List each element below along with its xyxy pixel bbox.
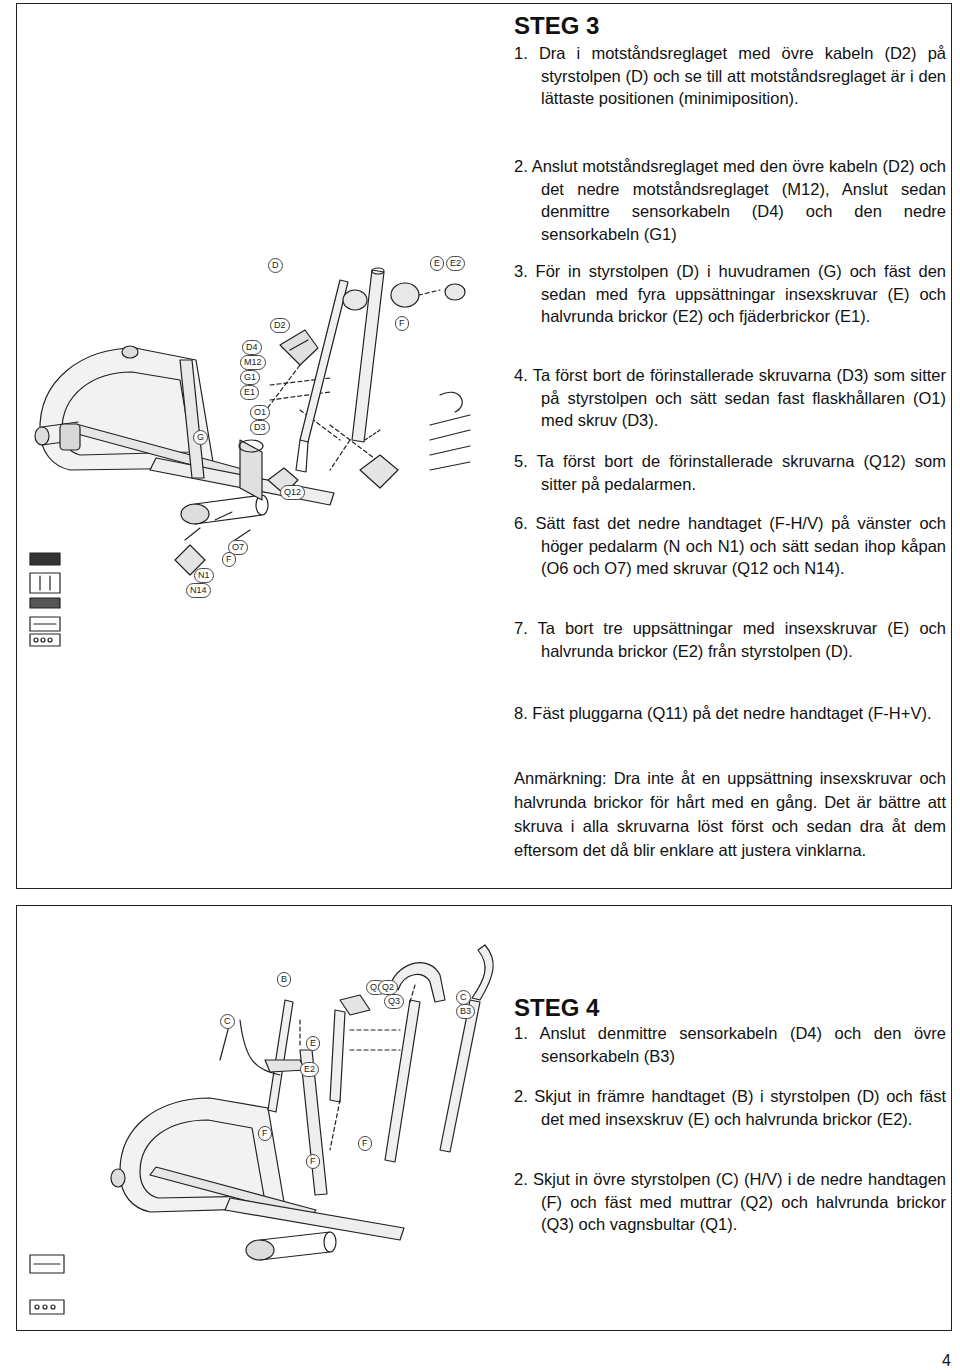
instruction-text: 7. Ta bort tre uppsättningar med insexsk… xyxy=(514,617,946,662)
instruction-text: 6. Sätt fast det nedre handtaget (F-H/V)… xyxy=(514,512,946,580)
step-heading: STEG 4 xyxy=(514,994,946,1022)
instruction-text: 2. Skjut in främre handtaget (B) i styrs… xyxy=(514,1085,946,1130)
callout-label: C xyxy=(220,1014,235,1029)
instruction-text: 8. Fäst pluggarna (Q11) på det nedre han… xyxy=(514,702,946,725)
callout-label: F xyxy=(306,1154,320,1169)
callout-label: Q2 xyxy=(378,980,398,995)
callout-label: F xyxy=(258,1126,272,1141)
callout-label: B3 xyxy=(456,1004,475,1019)
callout-label: D2 xyxy=(270,318,290,333)
instruction-text: 1. Anslut denmittre sensorkabeln (D4) oc… xyxy=(514,1022,946,1067)
instruction-text: 4. Ta först bort de förinstallerade skru… xyxy=(514,364,946,432)
callout-label: D xyxy=(268,258,283,273)
instruction-text: 1. Dra i motståndsreglaget med övre kabe… xyxy=(514,42,946,110)
callout-label: Q3 xyxy=(384,994,404,1009)
callout-label: E xyxy=(430,256,444,271)
instruction-text: 5. Ta först bort de förinstallerade skru… xyxy=(514,450,946,495)
callout-label: E1 xyxy=(240,385,259,400)
step-panel: STEG 41. Anslut denmittre sensorkabeln (… xyxy=(16,905,952,1331)
callout-label: F xyxy=(358,1136,372,1151)
callout-label: B xyxy=(277,972,291,987)
instruction-text: 3. För in styrstolpen (D) i huvudramen (… xyxy=(514,260,946,328)
callout-label: F xyxy=(395,316,409,331)
callout-label: N1 xyxy=(194,568,214,583)
instruction-text: 2. Anslut motståndsreglaget med den övre… xyxy=(514,155,946,245)
step-panel: STEG 31. Dra i motståndsreglaget med övr… xyxy=(16,3,952,889)
callout-label: Q12 xyxy=(280,485,305,500)
callout-label: E xyxy=(306,1036,320,1051)
callout-label: M12 xyxy=(240,355,266,370)
callout-label: D3 xyxy=(250,420,270,435)
callout-label: G xyxy=(193,430,208,445)
callout-label: O1 xyxy=(250,405,270,420)
callout-label: C xyxy=(456,990,471,1005)
page-number: 4 xyxy=(942,1352,951,1370)
callout-label: F xyxy=(222,552,236,567)
note-text: Anmärkning: Dra inte åt en uppsättning i… xyxy=(514,766,946,862)
callout-label: G1 xyxy=(240,370,260,385)
callout-label: N14 xyxy=(186,583,211,598)
callout-label: D4 xyxy=(242,340,262,355)
instruction-text: 2. Skjut in övre styrstolpen (C) (H/V) i… xyxy=(514,1168,946,1236)
callout-label: E2 xyxy=(446,256,465,271)
step-heading: STEG 3 xyxy=(514,12,946,40)
callout-label: E2 xyxy=(300,1062,319,1077)
